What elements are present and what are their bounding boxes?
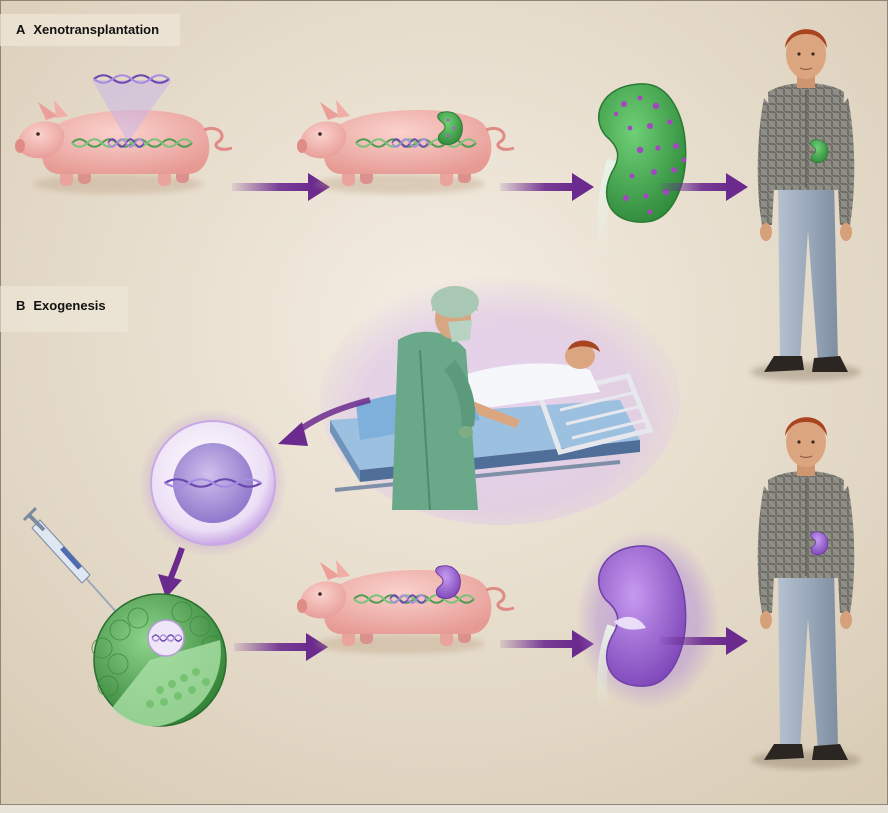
kidney-icon: [437, 111, 463, 145]
arrow-icon: [234, 633, 328, 661]
arrow-icon: [660, 627, 748, 655]
panel-letter: A: [16, 22, 26, 37]
syringe-icon: [22, 506, 119, 615]
dna-insert-triangle: [92, 74, 172, 142]
arrow-icon: [158, 547, 185, 598]
surgeon-icon: [392, 286, 479, 511]
arrow-icon: [660, 173, 748, 201]
panel-label-b: B Exogenesis: [6, 294, 116, 317]
kidney-icon: [576, 530, 720, 712]
cell-icon: [139, 409, 287, 557]
arrow-icon: [278, 397, 371, 446]
panel-title: Exogenesis: [33, 298, 106, 313]
panel-title: Xenotransplantation: [33, 22, 160, 37]
panel-a: [0, 14, 861, 381]
blastocyst-icon: [91, 593, 227, 727]
arrow-icon: [500, 173, 594, 201]
panel-label-a: A Xenotransplantation: [6, 18, 169, 41]
panel-b: [0, 275, 861, 769]
panel-letter: B: [16, 298, 26, 313]
